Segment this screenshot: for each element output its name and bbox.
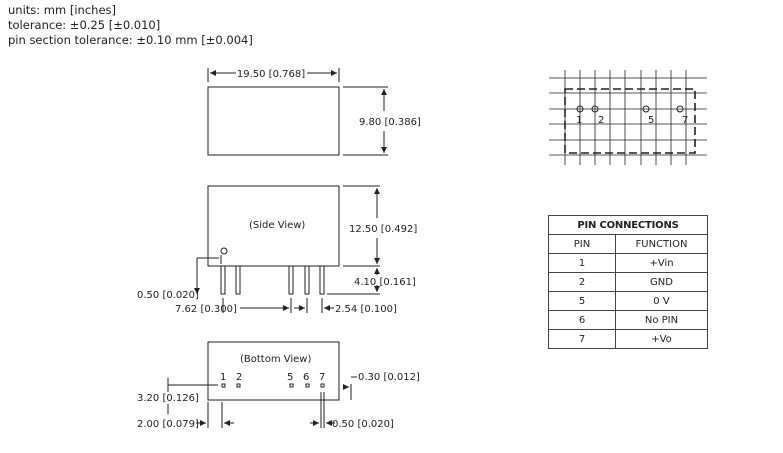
bottom-view <box>167 341 357 428</box>
bottom-view-body <box>207 341 340 401</box>
side-pin <box>288 265 294 295</box>
table-cell-pin: 7 <box>548 329 616 349</box>
top-height-label: 9.80 [0.386] <box>359 117 421 128</box>
table-cell-pin: 1 <box>548 253 616 273</box>
side-pin <box>235 265 241 295</box>
side-pin <box>319 265 325 295</box>
bottom-pin-width-label: 0.50 [0.020] <box>332 419 394 430</box>
top-width-label: 19.50 [0.768] <box>237 69 305 80</box>
side-view <box>194 185 380 313</box>
table-row: 5 0 V <box>548 291 708 311</box>
bottom-pin-number: 2 <box>236 372 242 383</box>
table-cell-function: +Vo <box>615 329 708 349</box>
table-row: 1 +Vin <box>548 253 708 273</box>
table-header-pin: PIN <box>548 234 616 254</box>
bottom-pin-pad <box>236 383 241 388</box>
table-header-row: PIN FUNCTION <box>548 234 708 254</box>
footprint-hole <box>576 105 584 113</box>
footprint-pin-number: 5 <box>648 115 654 126</box>
table-cell-function: GND <box>615 272 708 292</box>
side-pin-width-label: 0.50 [0.020] <box>137 290 199 301</box>
footprint-hole <box>591 105 599 113</box>
units-note: units: mm [inches] tolerance: ±0.25 [±0.… <box>8 3 253 48</box>
table-title: PIN CONNECTIONS <box>548 215 708 235</box>
side-pin <box>304 265 310 295</box>
footprint-hole <box>642 105 650 113</box>
bottom-view-title: (Bottom View) <box>240 354 311 365</box>
table-cell-pin: 5 <box>548 291 616 311</box>
pcb-footprint <box>549 70 707 165</box>
bottom-pin-number: 7 <box>319 372 325 383</box>
footprint-pin-number: 1 <box>576 115 582 126</box>
top-view-body <box>207 86 340 156</box>
bottom-pin-number: 6 <box>303 372 309 383</box>
top-view <box>207 68 388 156</box>
table-cell-function: No PIN <box>615 310 708 330</box>
bottom-pin-pad <box>221 383 226 388</box>
bottom-pin-number: 1 <box>220 372 226 383</box>
footprint-pin-number: 2 <box>598 115 604 126</box>
bottom-pin-pad <box>320 383 325 388</box>
footprint-grid <box>549 70 707 165</box>
tolerance-line: tolerance: ±0.25 [±0.010] <box>8 18 161 32</box>
side-pin <box>220 265 226 295</box>
bottom-inset-label: 2.00 [0.079] <box>137 419 199 430</box>
units-line: units: mm [inches] <box>8 3 116 17</box>
bottom-pin-pad <box>305 383 310 388</box>
side-view-title: (Side View) <box>249 220 305 231</box>
pin-connections-table: PIN CONNECTIONS PIN FUNCTION 1 +Vin 2 GN… <box>548 215 708 349</box>
bottom-thickness-label: 0.30 [0.012] <box>358 372 420 383</box>
table-title-row: PIN CONNECTIONS <box>548 215 708 235</box>
side-view-body <box>207 185 340 267</box>
side-pitch-label: 2.54 [0.100] <box>335 304 397 315</box>
footprint-hole <box>676 105 684 113</box>
table-row: 2 GND <box>548 272 708 292</box>
footprint-pin-labels: 1 2 5 7 <box>576 115 688 126</box>
footprint-outline <box>564 88 696 154</box>
table-row: 6 No PIN <box>548 310 708 330</box>
side-span-label: 7.62 [0.300] <box>175 304 237 315</box>
footprint-pin-number: 7 <box>682 115 688 126</box>
table-cell-pin: 2 <box>548 272 616 292</box>
side-height-label: 12.50 [0.492] <box>349 224 417 235</box>
side-pin-length-label: 4.10 [0.161] <box>354 277 416 288</box>
pin1-mark <box>220 247 228 255</box>
pin-tolerance-line: pin section tolerance: ±0.10 mm [±0.004] <box>8 33 253 47</box>
table-header-function: FUNCTION <box>615 234 708 254</box>
bottom-edge-offset-label: 3.20 [0.126] <box>137 393 199 404</box>
table-cell-function: +Vin <box>615 253 708 273</box>
table-cell-function: 0 V <box>615 291 708 311</box>
table-cell-pin: 6 <box>548 310 616 330</box>
bottom-pin-pad <box>289 383 294 388</box>
bottom-pin-number: 5 <box>287 372 293 383</box>
table-row: 7 +Vo <box>548 329 708 349</box>
